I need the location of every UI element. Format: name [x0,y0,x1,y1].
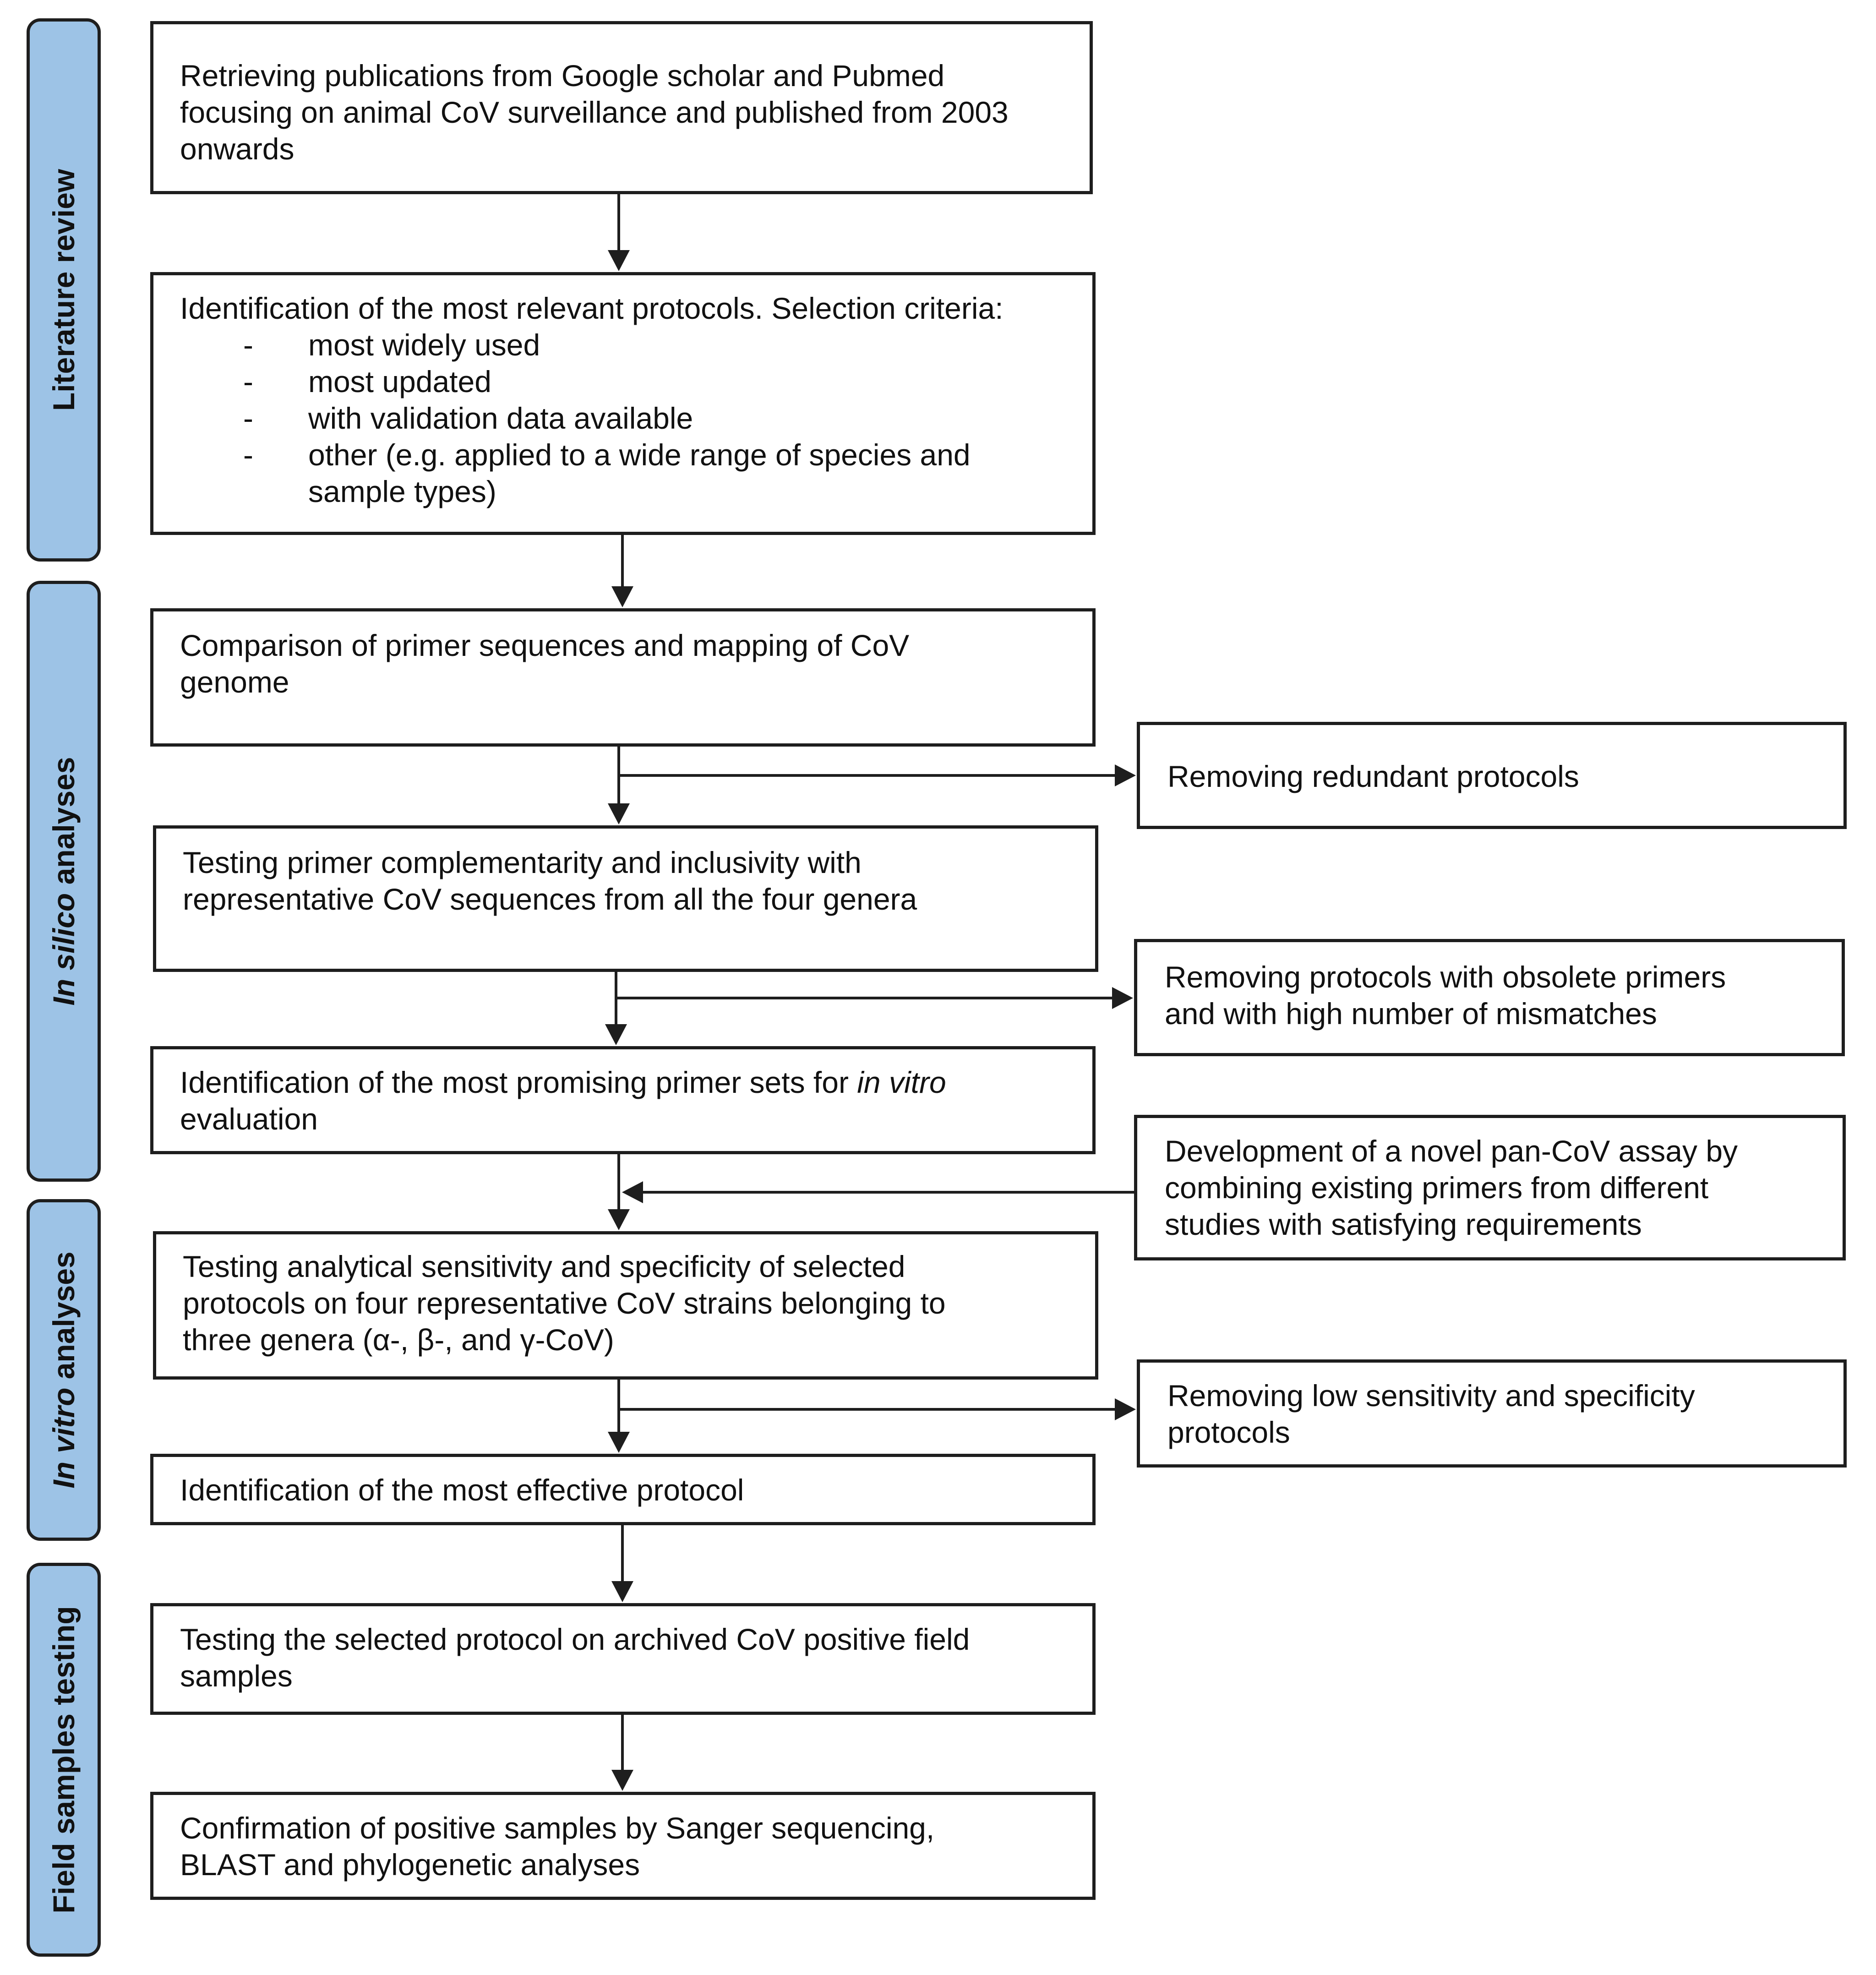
step-identify-relevant-protocols: Identification of the most relevant prot… [150,272,1096,535]
step-text-line: Identification of the most effective pro… [180,1473,744,1507]
phase-in-silico-rest: analyses [47,757,81,893]
arrowhead-right [1115,1398,1136,1420]
side-text-line: Removing low sensitivity and specificity [1167,1379,1695,1413]
promising-text-italic: in vitro [857,1065,946,1099]
criteria-text: with validation data available [308,401,693,435]
side-text-line: Development of a novel pan-CoV assay by [1165,1134,1738,1168]
arrowhead-down [608,1432,630,1453]
arrowhead-down [608,803,630,824]
connector-line [617,1154,620,1211]
arrowhead-right [1112,987,1133,1009]
side-removing-redundant-protocols: Removing redundant protocols [1137,722,1847,829]
step-text-line: Testing the selected protocol on archive… [180,1622,970,1656]
arrowhead-right [1115,764,1136,786]
phase-in-vitro-label: In vitro analyses [47,1251,81,1489]
side-text-line: and with high number of mismatches [1165,997,1657,1031]
connector-line [615,997,1114,999]
step-text-line: onwards [180,132,294,166]
step-confirm-positive-samples: Confirmation of positive samples by Sang… [150,1792,1096,1900]
connector-line [621,535,624,588]
criteria-text: most widely used [308,328,540,362]
step-text-line: focusing on animal CoV surveillance and … [180,95,1009,129]
step-identify-promising-primer-sets: Identification of the most promising pri… [150,1046,1096,1154]
phase-in-vitro-rest: analyses [47,1251,81,1388]
phase-field-samples-testing: Field samples testing [27,1563,101,1957]
side-text-line: combining existing primers from differen… [1165,1171,1709,1205]
side-development-novel-assay: Development of a novel pan-CoV assay by … [1134,1115,1846,1260]
side-removing-obsolete-primers: Removing protocols with obsolete primers… [1134,939,1845,1056]
arrowhead-left [622,1181,643,1203]
step-text-line: representative CoV sequences from all th… [183,882,917,916]
connector-line [617,194,620,252]
phase-field-samples-label: Field samples testing [47,1606,81,1914]
connector-line [617,1408,1117,1411]
step-text-line: Testing analytical sensitivity and speci… [183,1249,905,1283]
bullet-dash: - [243,365,253,398]
criteria-text: other (e.g. applied to a wide range of s… [308,438,971,472]
side-removing-low-sensitivity: Removing low sensitivity and specificity… [1137,1359,1847,1468]
promising-text-start: Identification of the most promising pri… [180,1065,857,1099]
arrowhead-down [605,1024,627,1045]
side-text-line: Removing protocols with obsolete primers [1165,960,1726,994]
step-text-line: three genera (α-, β-, and γ-CoV) [183,1323,614,1357]
step-text-line: BLAST and phylogenetic analyses [180,1848,640,1882]
arrowhead-down [611,1581,633,1602]
step-text-line: Confirmation of positive samples by Sang… [180,1811,935,1845]
step-text-line: samples [180,1659,293,1693]
step-text-line: Testing primer complementarity and inclu… [183,846,862,879]
step-testing-sensitivity-specificity: Testing analytical sensitivity and speci… [153,1231,1098,1380]
step-text-line: evaluation [180,1102,318,1136]
step-text-line: genome [180,665,289,699]
step-testing-primer-complementarity: Testing primer complementarity and inclu… [153,825,1098,972]
bullet-dash: - [243,438,253,472]
phase-literature-review: Literature review [27,18,101,562]
arrowhead-down [611,586,633,607]
bullet-dash: - [243,328,253,362]
connector-line [643,1191,1134,1194]
step-compare-primer-sequences: Comparison of primer sequences and mappi… [150,608,1096,747]
phase-in-vitro-italic: In vitro [47,1387,81,1489]
connector-line [617,1380,620,1434]
connector-line [621,1715,624,1772]
arrowhead-down [608,1209,630,1230]
step-heading: Identification of the most relevant prot… [180,291,1003,325]
criteria-continuation: sample types) [308,475,496,508]
arrowhead-down [611,1770,633,1791]
phase-in-silico-italic: In silico [47,893,81,1006]
arrowhead-down [608,250,630,271]
phase-in-silico-label: In silico analyses [47,757,81,1006]
criteria-item: - with validation data available [180,400,1083,436]
step-text-line: Comparison of primer sequences and mappi… [180,628,910,662]
side-text-line: Removing redundant protocols [1167,759,1579,793]
step-identify-effective-protocol: Identification of the most effective pro… [150,1454,1096,1525]
step-text-line: protocols on four representative CoV str… [183,1286,946,1320]
step-retrieve-publications: Retrieving publications from Google scho… [150,21,1093,194]
side-text-line: studies with satisfying requirements [1165,1207,1642,1241]
step-text-line: Retrieving publications from Google scho… [180,59,945,93]
criteria-text: most updated [308,365,491,398]
phase-literature-review-label: Literature review [47,169,81,411]
step-testing-field-samples: Testing the selected protocol on archive… [150,1603,1096,1715]
phase-in-silico-analyses: In silico analyses [27,581,101,1182]
phase-in-vitro-analyses: In vitro analyses [27,1199,101,1541]
connector-line [617,774,1117,777]
side-text-line: protocols [1167,1415,1290,1449]
connector-line [621,1525,624,1583]
criteria-item: - other (e.g. applied to a wide range of … [180,436,1083,473]
bullet-dash: - [243,401,253,435]
criteria-item: - most updated [180,363,1083,400]
criteria-item: - most widely used [180,327,1083,363]
step-text-line: Identification of the most promising pri… [180,1064,1083,1101]
